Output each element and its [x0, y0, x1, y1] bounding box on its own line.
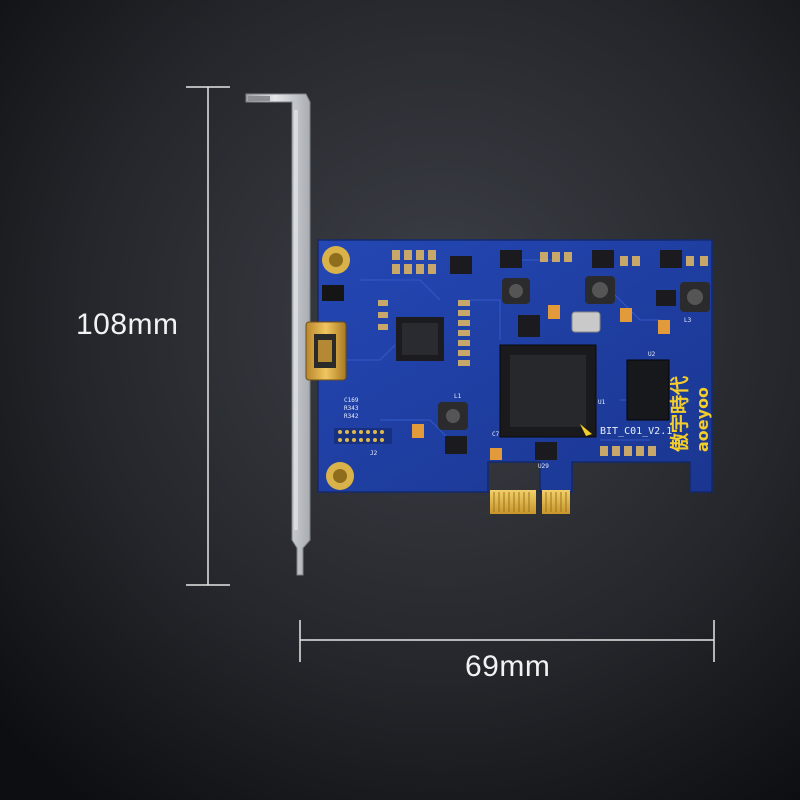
height-dimension-line — [186, 86, 230, 586]
inductor — [502, 278, 530, 304]
pcie-gold-contacts — [490, 490, 570, 514]
pcb-board: C169 R343 R342 J2 U1 U2 L1 L3 U29 C7 BIT… — [305, 239, 713, 514]
memory-chip — [626, 359, 670, 421]
silkscreen-label: U1 — [598, 399, 606, 406]
header-connector — [322, 285, 344, 301]
inductor — [438, 402, 468, 430]
width-dimension-label: 69mm — [465, 650, 551, 683]
brand-logo-chinese: 傲宇時代 — [668, 376, 691, 452]
mounting-hole-top — [322, 246, 350, 274]
capacitor — [412, 305, 670, 460]
secondary-chip — [396, 317, 444, 361]
pin-marker-arrow — [580, 424, 592, 436]
silkscreen-label: U29 — [538, 463, 549, 470]
silkscreen-label: R342 — [344, 413, 359, 420]
silkscreen-label: L1 — [454, 393, 462, 400]
width-dimension-line — [299, 620, 715, 662]
height-dimension-label: 108mm — [76, 308, 179, 341]
brand-logo-english: aoeyoo — [693, 387, 712, 452]
silkscreen-label: U2 — [648, 351, 656, 358]
pin-header — [334, 428, 392, 444]
silkscreen-label: C169 — [344, 397, 359, 404]
inductor — [680, 282, 710, 312]
silkscreen-label: L3 — [684, 317, 692, 324]
small-ic — [445, 250, 682, 460]
hdmi-port — [305, 321, 347, 381]
brand-logo: 傲宇時代 aoeyoo — [668, 376, 712, 452]
crystal-oscillator — [571, 311, 601, 333]
silkscreen-label: C7 — [492, 431, 500, 438]
mounting-hole-bottom — [326, 462, 354, 490]
main-processor-chip — [499, 344, 597, 438]
silkscreen-label: J2 — [370, 450, 378, 457]
metal-bracket — [245, 93, 311, 576]
board-version-text: BIT_C01_V2.1 — [600, 426, 672, 437]
silkscreen-label: R343 — [344, 405, 359, 412]
inductor — [585, 276, 615, 304]
resistor-array — [378, 250, 708, 456]
